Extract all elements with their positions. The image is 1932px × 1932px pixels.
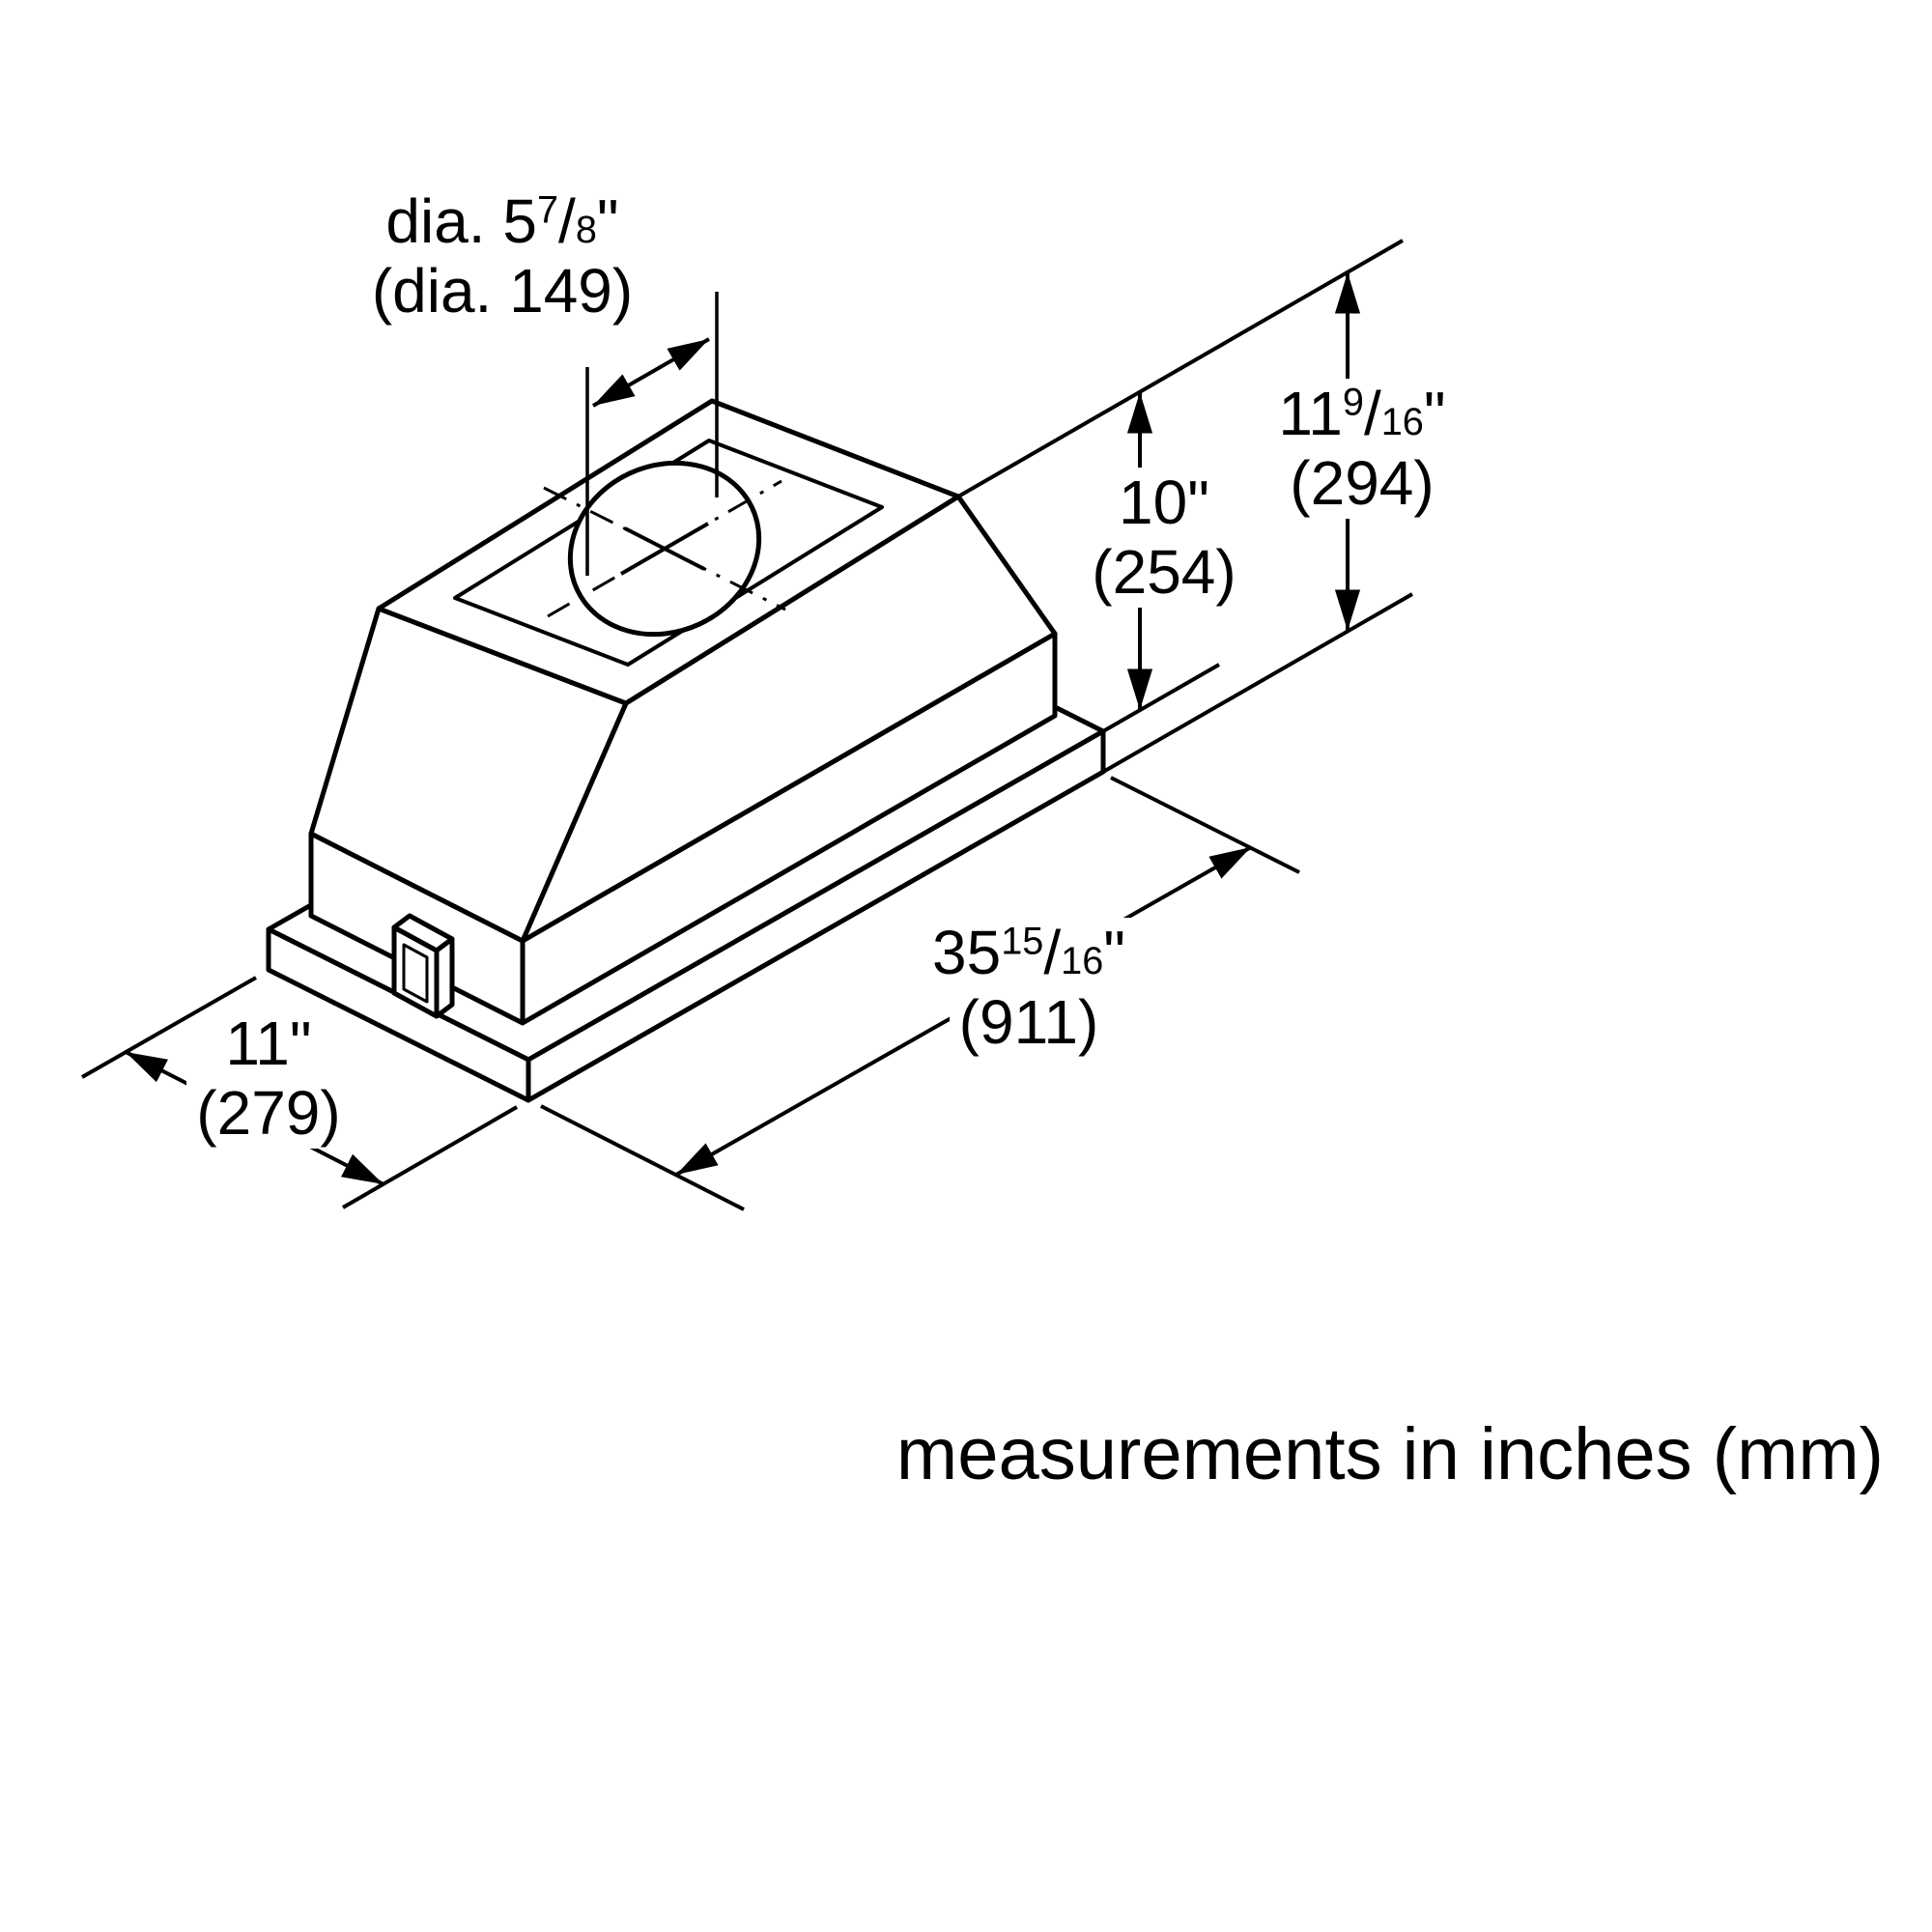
extension-line-depth-right <box>341 1105 519 1209</box>
body-height-label: 10" (254) <box>1053 468 1275 608</box>
overall-width-mm: (911) <box>949 987 1109 1058</box>
units-note: measurements in inches (mm) <box>895 1413 1884 1495</box>
fraction-numerator: 9 <box>1342 381 1364 424</box>
duct-dia-prefix: dia. 5 <box>385 186 537 256</box>
fraction-numerator: 7 <box>536 188 559 232</box>
duct-diameter-inches: dia. 57/8" <box>376 186 629 257</box>
unit-mark: " <box>596 186 619 256</box>
fraction-slash: / <box>1043 918 1062 987</box>
unit-mark: " <box>1423 379 1446 448</box>
control-switch <box>391 913 455 1019</box>
duct-diameter-label: dia. 57/8" (dia. 149) <box>290 186 715 327</box>
duct-centerline-long <box>547 479 782 618</box>
fraction-denominator: 16 <box>1380 401 1424 443</box>
unit-mark: " <box>1103 918 1125 987</box>
body-height-mm: (254) <box>1082 537 1246 608</box>
body-height-inches: 10" <box>1109 468 1219 538</box>
extension-line-top-plane <box>957 239 1404 498</box>
switch-right-face <box>434 936 455 1019</box>
extension-line-width-right <box>1110 776 1300 874</box>
overall-height-mm: (294) <box>1280 448 1444 519</box>
fraction-slash: / <box>558 186 576 256</box>
duct-centerline-cross <box>543 486 786 611</box>
duct-collar <box>543 460 786 638</box>
extension-line-baseplate-bottom <box>1102 592 1413 774</box>
fraction-denominator: 8 <box>575 209 597 251</box>
fraction-denominator: 16 <box>1061 940 1104 982</box>
extension-line-width-left <box>540 1104 745 1211</box>
overall-height-label: 119/16" (294) <box>1227 379 1497 519</box>
extension-line-baseplate-top <box>1102 663 1220 733</box>
overall-height-whole: 11 <box>1278 379 1343 448</box>
overall-height-inches: 119/16" <box>1268 379 1456 449</box>
overall-width-inches: 3515/16" <box>923 918 1135 988</box>
overall-width-label: 3515/16" (911) <box>840 918 1217 1058</box>
duct-center-cross-mark-2 <box>624 526 705 571</box>
fraction-slash: / <box>1363 379 1381 448</box>
overall-depth-inches: 11" <box>215 1009 322 1079</box>
overall-depth-mm: (279) <box>186 1078 351 1149</box>
dimension-line-duct-diameter <box>592 337 710 408</box>
extension-line-depth-left <box>81 976 257 1079</box>
overall-width-whole: 35 <box>932 918 1002 987</box>
switch-inner-detail <box>402 943 429 1004</box>
fraction-numerator: 15 <box>1001 920 1044 963</box>
base-plate-left-face <box>266 926 531 1103</box>
duct-diameter-mm: (dia. 149) <box>361 256 643 327</box>
overall-depth-label: 11" (279) <box>153 1009 384 1149</box>
